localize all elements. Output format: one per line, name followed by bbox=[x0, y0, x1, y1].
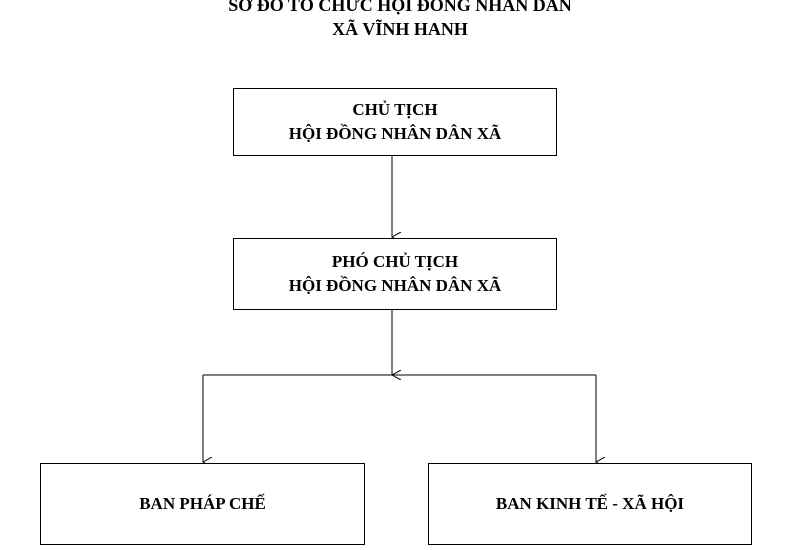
chairman-box: CHỦ TỊCH HỘI ĐỒNG NHÂN DÂN XÃ bbox=[233, 88, 557, 156]
economic-social-committee-label: BAN KINH TẾ - XÃ HỘI bbox=[495, 494, 685, 513]
vice-chairman-title: PHÓ CHỦ TỊCH bbox=[331, 252, 459, 271]
chairman-org: HỘI ĐỒNG NHÂN DÂN XÃ bbox=[288, 124, 502, 143]
legal-committee-box: BAN PHÁP CHẾ bbox=[40, 463, 365, 545]
economic-social-committee-box: BAN KINH TẾ - XÃ HỘI bbox=[428, 463, 752, 545]
vice-chairman-org: HỘI ĐỒNG NHÂN DÂN XÃ bbox=[288, 276, 502, 295]
chairman-title: CHỦ TỊCH bbox=[352, 100, 438, 119]
diagram-title-line-1: SƠ ĐỒ TỔ CHỨC HỘI ĐỒNG NHÂN DÂN bbox=[228, 0, 572, 15]
legal-committee-label: BAN PHÁP CHẾ bbox=[139, 494, 266, 513]
diagram-title-line-2: XÃ VĨNH HANH bbox=[332, 19, 468, 39]
vice-chairman-box: PHÓ CHỦ TỊCH HỘI ĐỒNG NHÂN DÂN XÃ bbox=[233, 238, 557, 310]
